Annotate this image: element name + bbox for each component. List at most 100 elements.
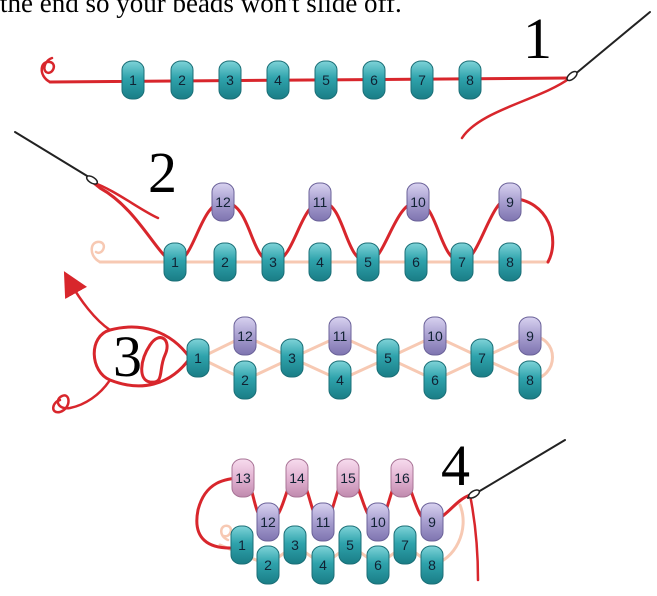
bead-teal: 8	[498, 242, 522, 282]
bead-label: 2	[241, 372, 249, 388]
bead-label: 11	[316, 514, 331, 530]
step4-needle	[467, 439, 566, 499]
bead-teal: 8	[458, 60, 482, 100]
bead-label: 6	[431, 372, 439, 388]
bead-label: 1	[171, 254, 179, 270]
bead-label: 9	[506, 194, 514, 210]
bead-label: 3	[226, 72, 234, 88]
bead-purple: 10	[406, 182, 430, 222]
bead-purple: 12	[233, 316, 257, 356]
bead-label: 6	[412, 254, 420, 270]
bead-teal: 6	[404, 242, 428, 282]
bead-label: 2	[221, 254, 229, 270]
step-number-1: 1	[523, 6, 552, 71]
bead-label: 10	[410, 194, 426, 210]
bead-label: 5	[384, 350, 392, 366]
bead-label: 12	[237, 328, 253, 344]
bead-label: 7	[478, 350, 486, 366]
step2-needle-eye	[85, 175, 99, 185]
bead-label: 7	[401, 537, 409, 553]
bead-purple: 10	[366, 502, 390, 542]
bead-teal: 6	[362, 60, 386, 100]
bead-label: 8	[428, 557, 436, 573]
bead-label: 8	[506, 254, 514, 270]
bead-label: 9	[526, 328, 534, 344]
bead-label: 12	[215, 194, 231, 210]
needle-eye	[566, 70, 578, 82]
bead-label: 1	[129, 72, 137, 88]
bead-purple: 9	[420, 502, 444, 542]
bead-pink: 16	[390, 458, 414, 498]
step-number-2: 2	[148, 140, 177, 205]
step-number-3: 3	[113, 324, 142, 389]
step4-needle-eye	[467, 489, 481, 499]
bead-purple: 10	[423, 316, 447, 356]
bead-teal: 7	[410, 60, 434, 100]
bead-purple: 11	[311, 502, 335, 542]
bead-label: 8	[466, 72, 474, 88]
bead-label: 12	[260, 514, 276, 530]
step4-thread-tail	[468, 493, 480, 582]
step2-old-knot	[90, 240, 106, 264]
bead-teal: 2	[256, 545, 280, 585]
step3-thread-tail	[52, 378, 112, 414]
bead-label: 2	[178, 72, 186, 88]
bead-label: 4	[316, 254, 324, 270]
bead-label: 4	[319, 557, 327, 573]
bead-label: 6	[374, 557, 382, 573]
bead-label: 9	[428, 514, 436, 530]
bead-label: 11	[333, 328, 348, 344]
step1-stop-knot	[40, 56, 56, 84]
step3-threads	[52, 271, 554, 414]
bead-label: 5	[322, 72, 330, 88]
bead-purple: 12	[256, 502, 280, 542]
bead-purple: 9	[518, 316, 542, 356]
step3-knot-loop	[92, 325, 192, 388]
bead-purple: 11	[328, 316, 352, 356]
bead-teal: 1	[121, 60, 145, 100]
step2-needle	[14, 131, 98, 183]
bead-label: 7	[418, 72, 426, 88]
step2-thread-tail	[90, 180, 160, 220]
bead-label: 13	[235, 470, 251, 486]
bead-teal: 4	[308, 242, 332, 282]
bead-label: 11	[313, 194, 328, 210]
bead-label: 6	[370, 72, 378, 88]
step4-old-knot	[220, 524, 233, 542]
bead-teal: 7	[393, 525, 417, 565]
bead-label: 14	[289, 470, 305, 486]
bead-teal: 5	[376, 338, 400, 378]
bead-purple: 12	[211, 182, 235, 222]
bead-teal: 7	[450, 242, 474, 282]
step1-thread-tail	[460, 76, 572, 140]
bead-label: 8	[526, 372, 534, 388]
bead-label: 3	[291, 537, 299, 553]
bead-label: 16	[394, 470, 410, 486]
bead-label: 4	[274, 72, 282, 88]
bead-teal: 2	[170, 60, 194, 100]
bead-label: 2	[264, 557, 272, 573]
bead-teal: 7	[470, 338, 494, 378]
bead-label: 10	[370, 514, 386, 530]
bead-teal: 1	[163, 242, 187, 282]
bead-teal: 5	[356, 242, 380, 282]
bead-label: 3	[269, 254, 277, 270]
bead-purple: 11	[308, 182, 332, 222]
bead-purple: 9	[498, 182, 522, 222]
step2-threads	[14, 131, 555, 264]
bead-label: 7	[458, 254, 466, 270]
bead-teal: 1	[230, 525, 254, 565]
bead-teal: 4	[328, 360, 352, 400]
bead-teal: 3	[283, 525, 307, 565]
bead-teal: 4	[266, 60, 290, 100]
bead-teal: 2	[233, 360, 257, 400]
bead-teal: 2	[213, 242, 237, 282]
step3-arrow-thread	[63, 271, 112, 332]
bead-label: 15	[340, 470, 356, 486]
bead-teal: 3	[218, 60, 242, 100]
bead-teal: 3	[261, 242, 285, 282]
bead-label: 5	[346, 537, 354, 553]
